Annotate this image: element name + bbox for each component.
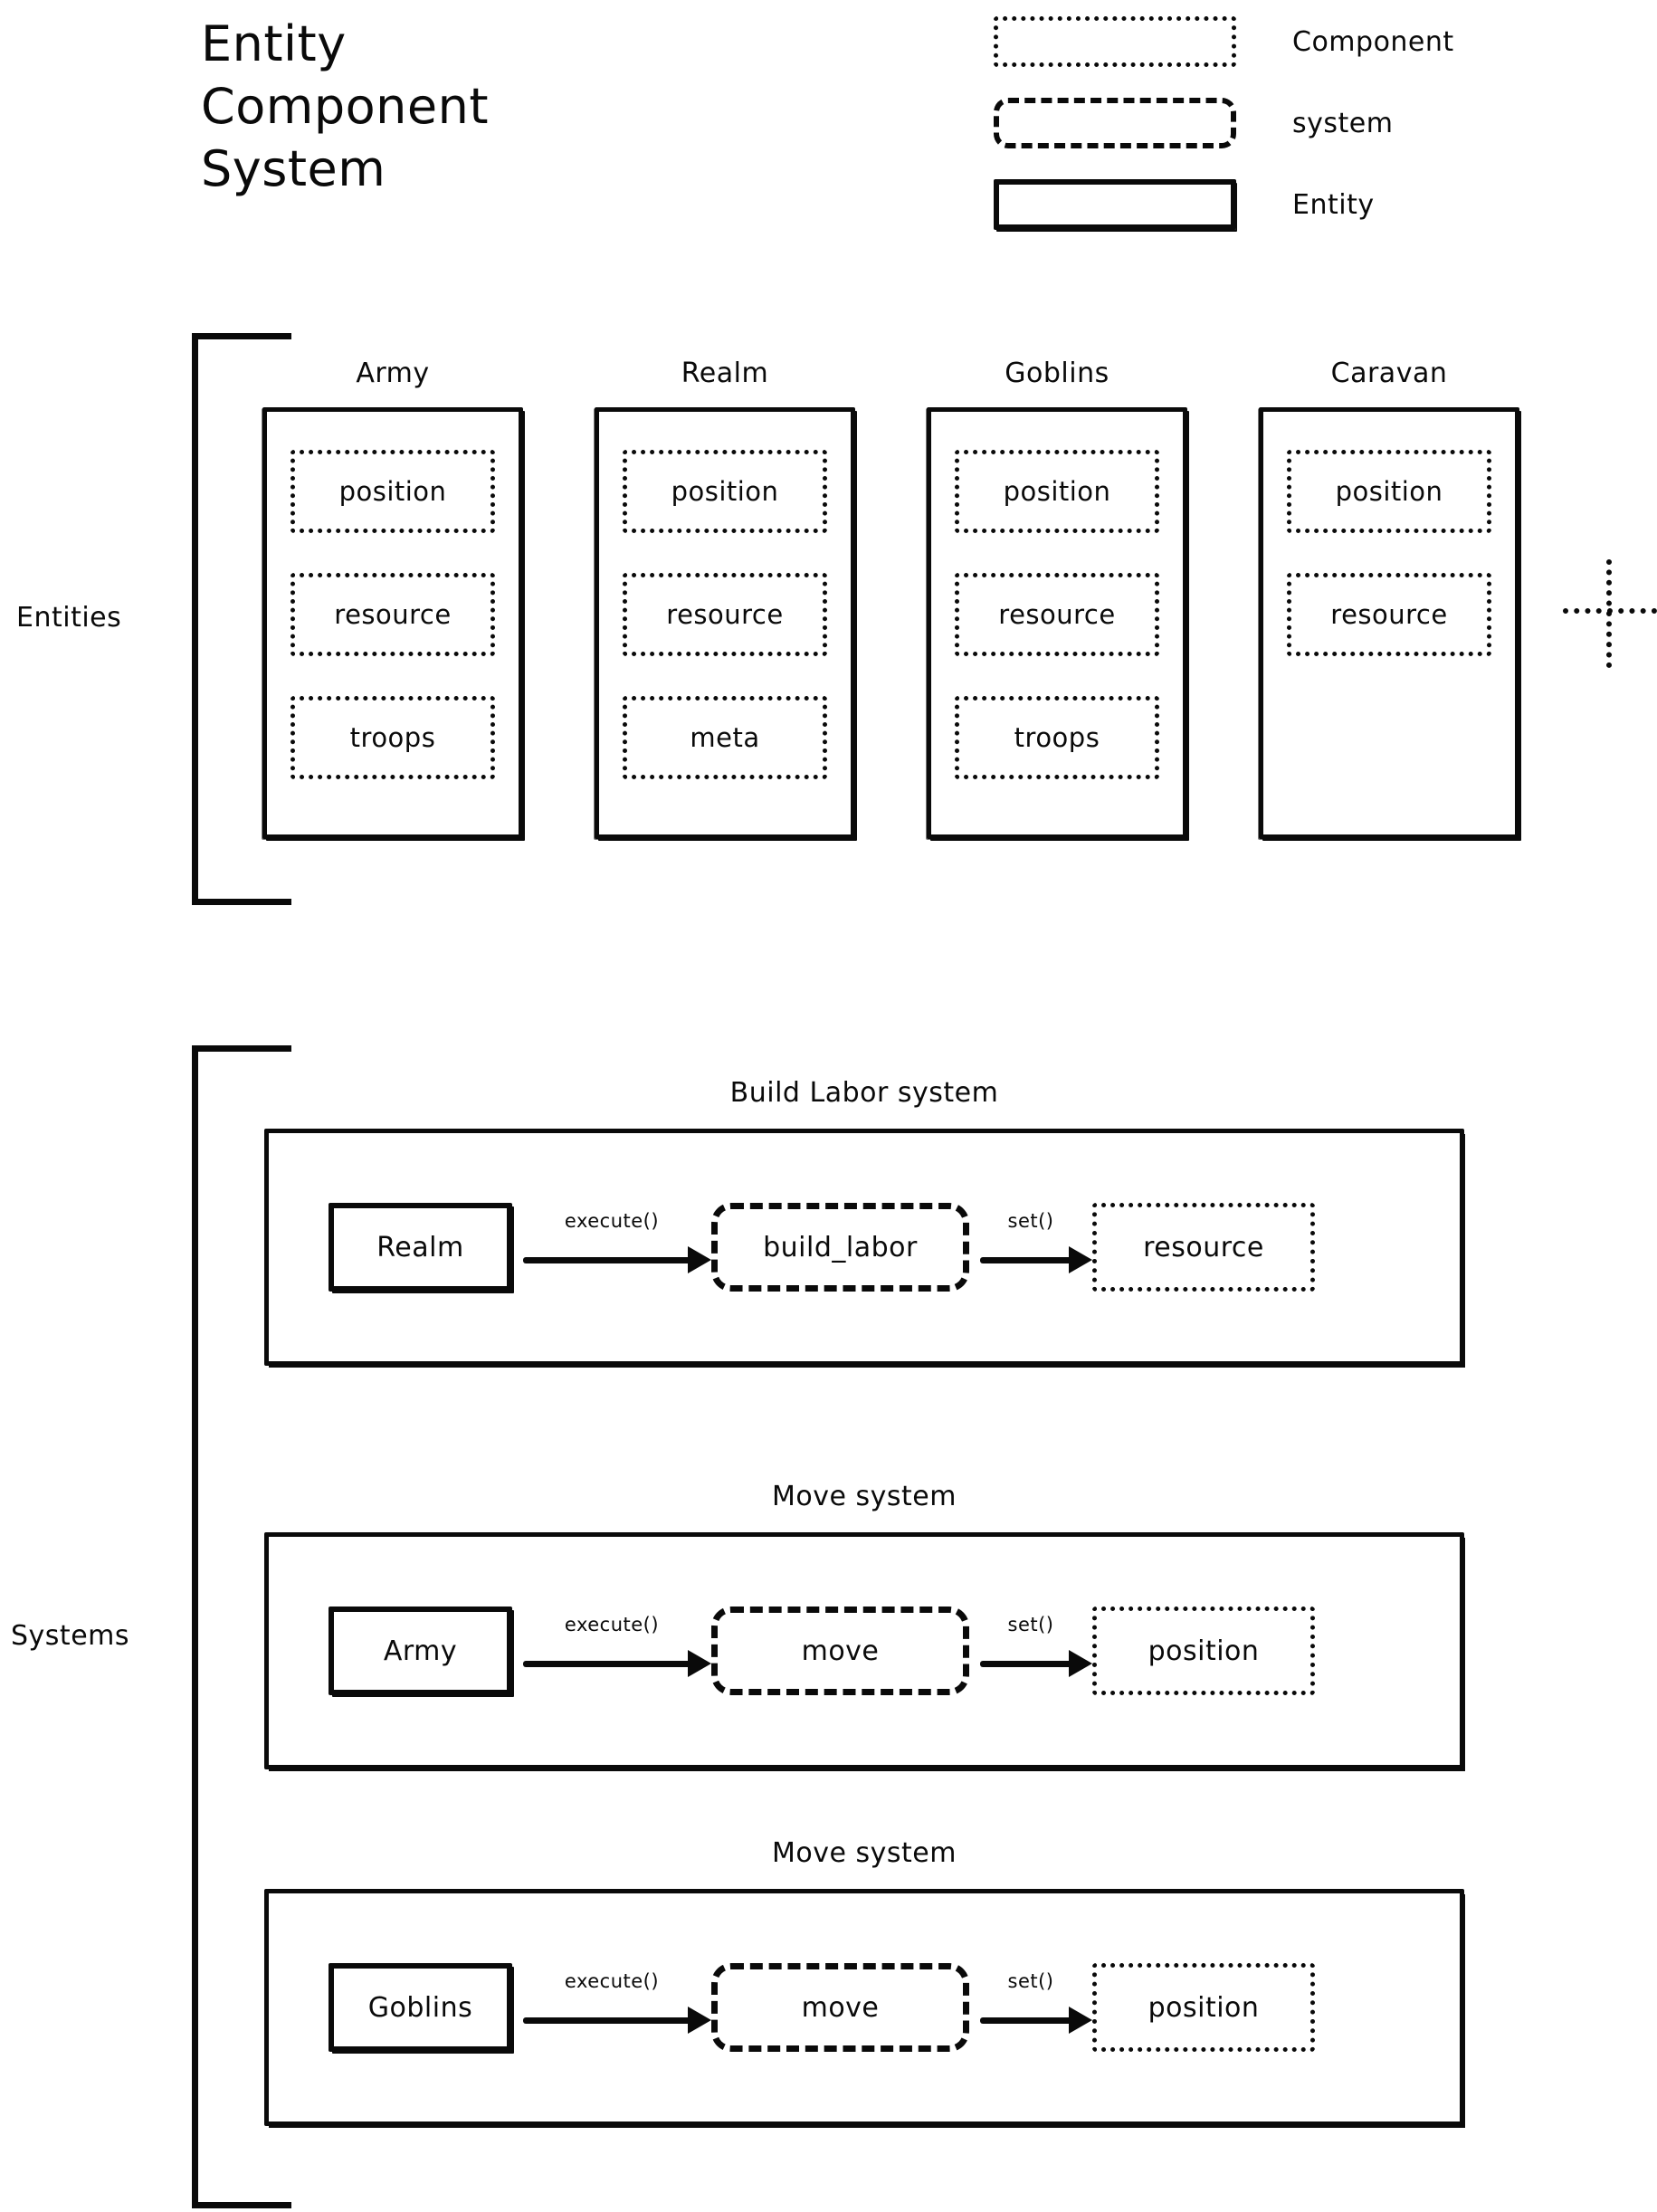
system-title-move-army: Move system [772, 1481, 957, 1512]
flow-arrow-set-move-army: set() [969, 1614, 1092, 1683]
flow-arrow-set-build-labor: set() [969, 1210, 1092, 1279]
title-line-2: Component [201, 78, 490, 136]
flow-arrow-label-set: set() [1007, 1970, 1054, 1992]
system-group-build-labor: Build Labor system Realm execute() build… [264, 1077, 1464, 1366]
component-army-troops[interactable]: troops [290, 696, 495, 779]
entity-name-realm: Realm [681, 358, 769, 389]
entity-name-army: Army [356, 358, 430, 389]
system-title-build-labor: Build Labor system [729, 1077, 999, 1109]
arrow-head-icon [1069, 1246, 1092, 1273]
system-title-move-goblins: Move system [772, 1837, 957, 1869]
arrow-head-icon [688, 1650, 711, 1677]
legend-label-system: system [1292, 107, 1394, 139]
component-caravan-resource[interactable]: resource [1287, 573, 1491, 656]
flow-arrow-label-execute: execute() [564, 1614, 660, 1635]
component-realm-resource[interactable]: resource [623, 573, 827, 656]
system-group-move-army: Move system Army execute() move set() po… [264, 1481, 1464, 1769]
entity-column-goblins[interactable]: Goblins position resource troops [927, 358, 1187, 839]
system-flow-move-goblins: Goblins execute() move set() position [329, 1963, 1414, 2052]
entity-column-army[interactable]: Army position resource troops [262, 358, 523, 839]
component-goblins-resource[interactable]: resource [955, 573, 1159, 656]
flow-component-position[interactable]: position [1092, 1607, 1315, 1695]
entity-column-caravan[interactable]: Caravan position resource [1259, 358, 1519, 839]
entities-row: Army position resource troops Realm posi… [262, 358, 1529, 873]
arrow-shaft-icon [523, 1660, 700, 1667]
arrow-head-icon [688, 2007, 711, 2034]
legend-item-component: Component [994, 16, 1454, 67]
entities-section-label: Entities [16, 602, 122, 634]
component-goblins-troops[interactable]: troops [955, 696, 1159, 779]
dotted-plus-vertical [1606, 559, 1612, 668]
arrow-head-icon [1069, 2007, 1092, 2034]
system-frame-move-goblins[interactable]: Goblins execute() move set() position [264, 1889, 1464, 2126]
system-flow-build-labor: Realm execute() build_labor set() resour… [329, 1203, 1414, 1292]
flow-entity-realm[interactable]: Realm [329, 1203, 512, 1292]
arrow-shaft-icon [523, 2017, 700, 2024]
flow-system-build-labor[interactable]: build_labor [711, 1203, 969, 1292]
flow-entity-goblins[interactable]: Goblins [329, 1963, 512, 2052]
system-group-move-goblins: Move system Goblins execute() move set()… [264, 1837, 1464, 2126]
flow-component-resource[interactable]: resource [1092, 1203, 1315, 1292]
page-title: Entity Component System [201, 13, 581, 200]
flow-arrow-execute-move-army: execute() [512, 1614, 711, 1683]
flow-arrow-label-execute: execute() [564, 1970, 660, 1992]
entities-bracket [192, 333, 291, 905]
flow-arrow-label-set: set() [1007, 1210, 1054, 1232]
component-caravan-position[interactable]: position [1287, 450, 1491, 533]
entity-box-goblins[interactable]: position resource troops [927, 407, 1187, 839]
systems-section-label: Systems [11, 1620, 129, 1652]
flow-system-move-army[interactable]: move [711, 1607, 969, 1695]
flow-arrow-set-move-goblins: set() [969, 1970, 1092, 2039]
arrow-shaft-icon [980, 2017, 1081, 2024]
arrow-shaft-icon [523, 1256, 700, 1263]
flow-arrow-label-execute: execute() [564, 1210, 660, 1232]
flow-entity-army[interactable]: Army [329, 1607, 512, 1695]
legend-item-entity: Entity [994, 179, 1375, 230]
legend-label-component: Component [1292, 25, 1454, 58]
legend-label-entity: Entity [1292, 188, 1375, 221]
title-line-3: System [201, 140, 386, 198]
entity-column-realm[interactable]: Realm position resource meta [595, 358, 855, 839]
component-goblins-position[interactable]: position [955, 450, 1159, 533]
arrow-shaft-icon [980, 1256, 1081, 1263]
dotted-plus-icon [1563, 559, 1657, 668]
arrow-head-icon [1069, 1650, 1092, 1677]
title-line-1: Entity [201, 15, 347, 72]
flow-arrow-execute-move-goblins: execute() [512, 1970, 711, 2039]
legend-item-system: system [994, 98, 1393, 148]
flow-arrow-execute-build-labor: execute() [512, 1210, 711, 1279]
entity-box-caravan[interactable]: position resource [1259, 407, 1519, 839]
flow-system-move-goblins[interactable]: move [711, 1963, 969, 2052]
entity-box-realm[interactable]: position resource meta [595, 407, 855, 839]
system-frame-move-army[interactable]: Army execute() move set() position [264, 1532, 1464, 1769]
component-realm-position[interactable]: position [623, 450, 827, 533]
system-flow-move-army: Army execute() move set() position [329, 1607, 1414, 1695]
entity-name-caravan: Caravan [1330, 358, 1448, 389]
entity-name-goblins: Goblins [1005, 358, 1109, 389]
component-swatch-icon [994, 16, 1236, 67]
component-army-position[interactable]: position [290, 450, 495, 533]
arrow-head-icon [688, 1246, 711, 1273]
arrow-shaft-icon [980, 1660, 1081, 1667]
systems-bracket [192, 1045, 291, 2208]
component-army-resource[interactable]: resource [290, 573, 495, 656]
system-frame-build-labor[interactable]: Realm execute() build_labor set() resour… [264, 1129, 1464, 1366]
entity-box-army[interactable]: position resource troops [262, 407, 523, 839]
flow-component-position[interactable]: position [1092, 1963, 1315, 2052]
component-realm-meta[interactable]: meta [623, 696, 827, 779]
system-swatch-icon [994, 98, 1236, 148]
entity-swatch-icon [994, 179, 1236, 230]
flow-arrow-label-set: set() [1007, 1614, 1054, 1635]
